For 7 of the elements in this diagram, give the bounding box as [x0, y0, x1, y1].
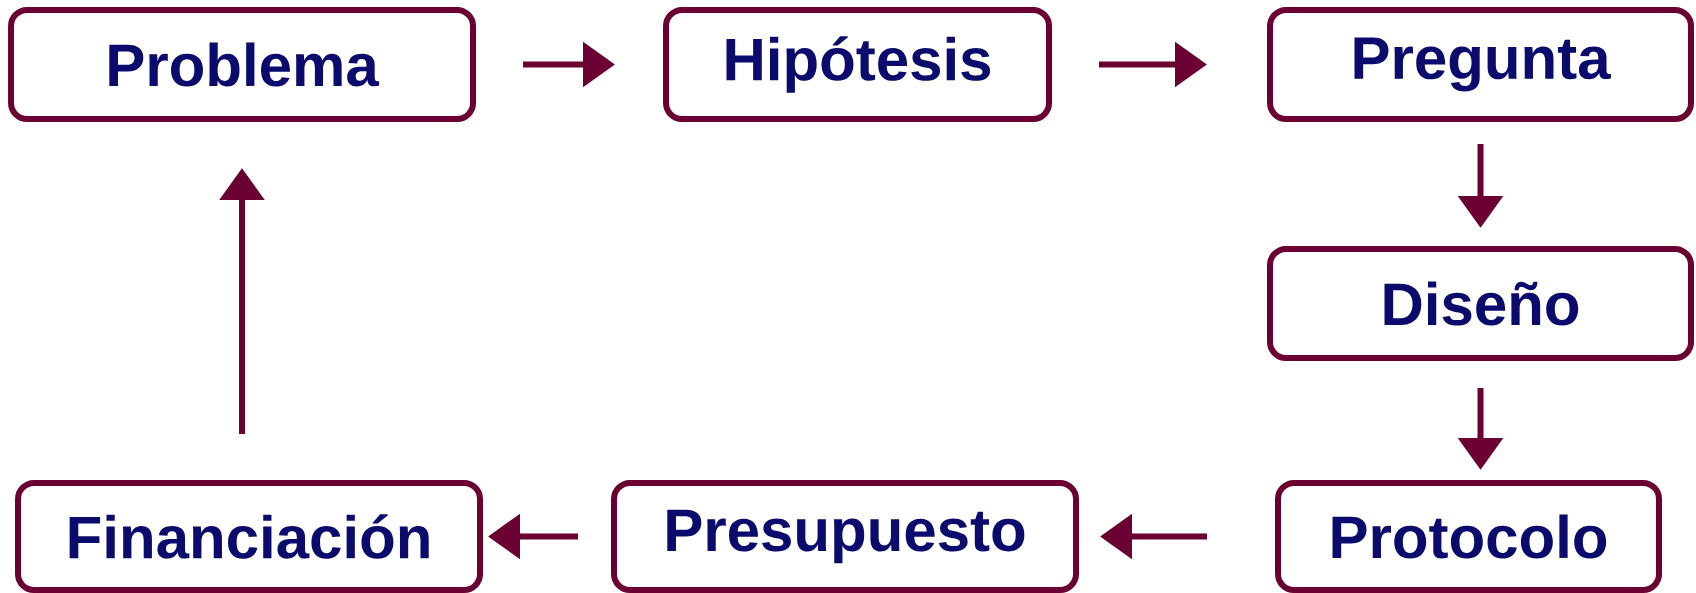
process-box: Financiación [15, 480, 483, 593]
process-box: Pregunta [1267, 7, 1694, 122]
process-box: Protocolo [1275, 480, 1662, 593]
process-box: Hipótesis [663, 7, 1052, 122]
process-box: Diseño [1267, 246, 1694, 361]
process-box: Problema [8, 7, 476, 122]
process-box: Presupuesto [611, 480, 1079, 593]
